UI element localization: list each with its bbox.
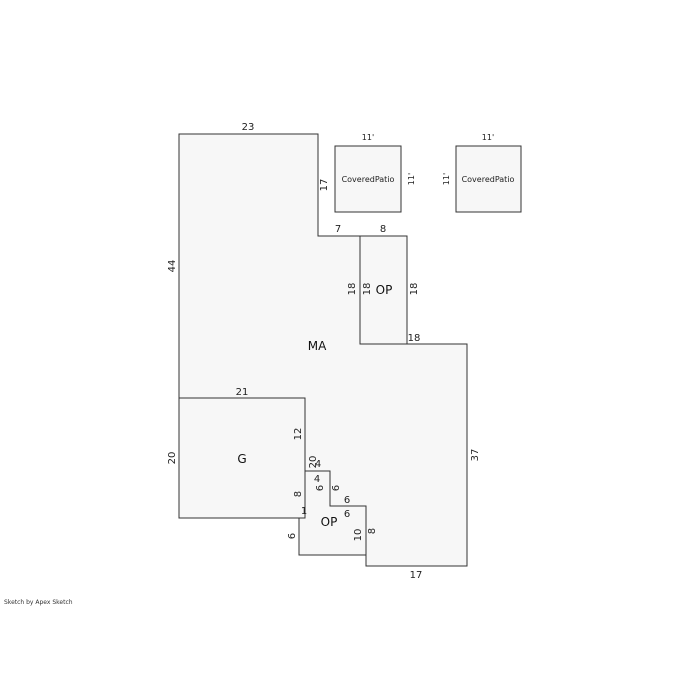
dim-op2-right-outer: 8	[367, 528, 378, 534]
open-porch-upper-outline	[359, 235, 408, 345]
dim-patio-right-top: 11'	[482, 133, 494, 142]
dim-ma-top: 23	[242, 122, 255, 133]
area-label-open-porch-lower: OP	[321, 515, 338, 529]
dim-patio-right-side: 11'	[442, 173, 451, 185]
open-porch-lower-outline	[298, 470, 367, 556]
dim-op2-left: 6	[287, 533, 298, 539]
covered-patio-right-outline	[455, 145, 522, 213]
dim-step-b: 4	[314, 474, 320, 485]
dim-op-left-inner: 18	[362, 283, 373, 296]
dim-ma-notch-vertical: 17	[319, 179, 330, 192]
dim-ma-right: 37	[470, 449, 481, 462]
dim-step-a: 4	[315, 459, 321, 470]
dim-step-d-vertical: 6	[331, 485, 342, 491]
dim-step-c: 6	[315, 485, 326, 491]
dim-ma-notch-horizontal: 7	[335, 224, 341, 235]
dim-step-g: 1	[301, 506, 307, 517]
dim-step-f: 8	[293, 491, 304, 497]
dim-g-right-upper: 12	[293, 428, 304, 441]
dim-ma-left: 44	[167, 260, 178, 273]
dim-op-right: 18	[409, 283, 420, 296]
sketch-credit: Sketch by Apex Sketch	[4, 599, 73, 606]
area-label-garage: G	[237, 452, 246, 466]
dim-op-top: 8	[380, 224, 386, 235]
area-label-patio-right: CoveredPatio	[462, 175, 515, 184]
area-label-patio-left: CoveredPatio	[342, 175, 395, 184]
dim-g-top: 21	[236, 387, 249, 398]
dim-step-e: 6	[344, 509, 350, 520]
dim-ma-right-step: 18	[408, 333, 421, 344]
dim-g-left: 20	[167, 452, 178, 465]
dim-patio-left-side: 11'	[407, 173, 416, 185]
dim-g-right-step: 20	[308, 456, 319, 469]
area-label-open-porch-upper: OP	[376, 283, 393, 297]
area-label-main: MA	[308, 339, 327, 353]
dim-step-d: 6	[344, 495, 350, 506]
covered-patio-left-outline	[334, 145, 402, 213]
dim-op-left-outer: 18	[347, 283, 358, 296]
dim-patio-left-top: 11'	[362, 133, 374, 142]
dim-ma-bottom: 17	[410, 570, 423, 581]
dim-op2-right-inner: 10	[353, 529, 364, 542]
